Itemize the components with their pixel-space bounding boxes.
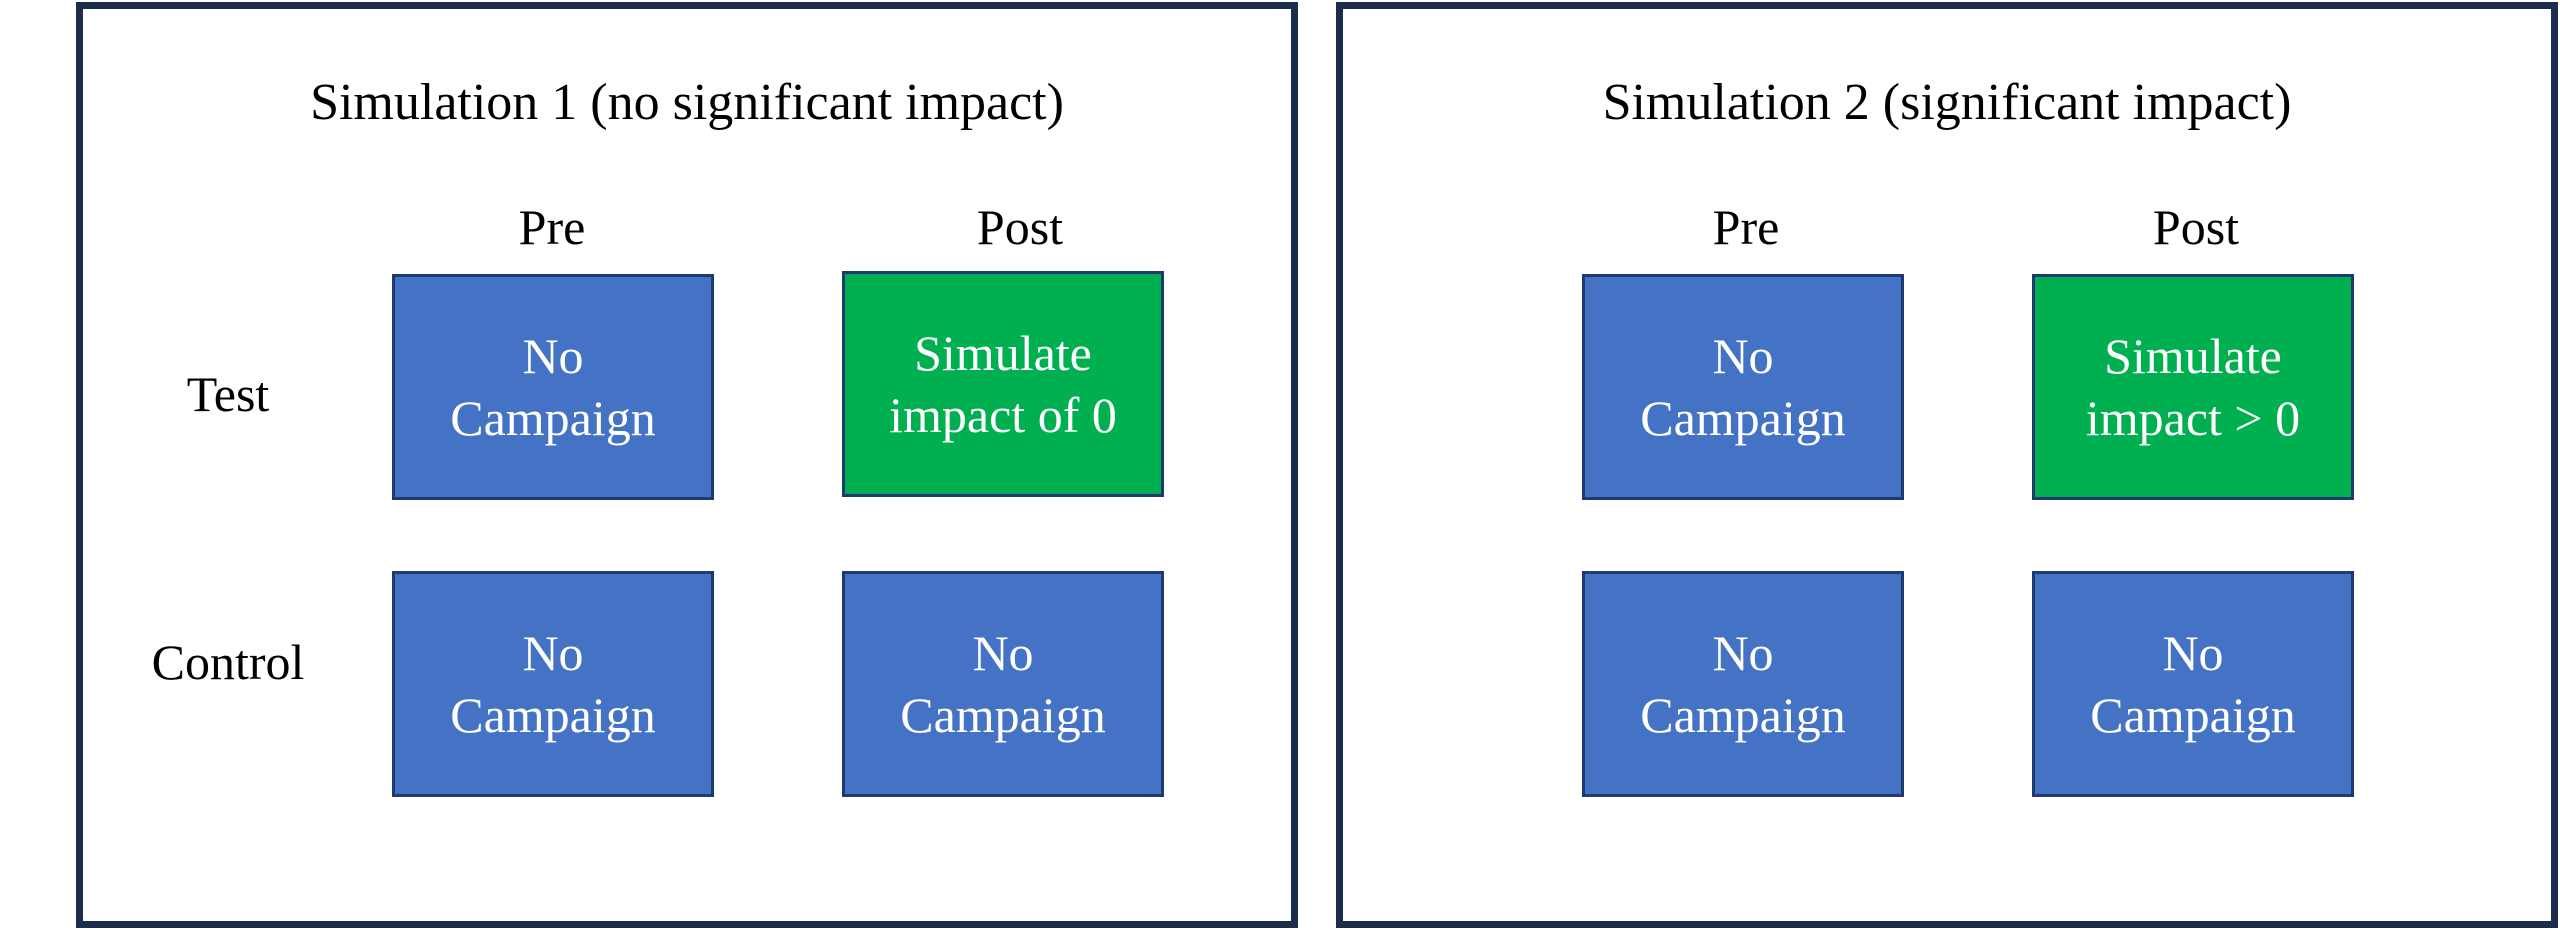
column-header-post: Post	[2152, 199, 2240, 255]
cell-test-post: Simulate impact of 0	[842, 271, 1164, 497]
cell-test-pre: No Campaign	[1582, 274, 1904, 500]
panel-title: Simulation 1 (no significant impact)	[310, 74, 1064, 131]
column-header-post: Post	[976, 199, 1064, 255]
row-header-test: Test	[186, 366, 270, 422]
simulation-1-panel: Simulation 1 (no significant impact) Pre…	[76, 2, 1298, 928]
cell-control-post: No Campaign	[842, 571, 1164, 797]
cell-control-pre: No Campaign	[392, 571, 714, 797]
simulation-2-panel: Simulation 2 (significant impact) Pre Po…	[1336, 2, 2558, 928]
panel-title: Simulation 2 (significant impact)	[1602, 74, 2292, 131]
cell-control-pre: No Campaign	[1582, 571, 1904, 797]
cell-control-post: No Campaign	[2032, 571, 2354, 797]
row-header-control: Control	[151, 634, 305, 690]
cell-test-pre: No Campaign	[392, 274, 714, 500]
column-header-pre: Pre	[1712, 199, 1780, 255]
cell-test-post: Simulate impact > 0	[2032, 274, 2354, 500]
column-header-pre: Pre	[518, 199, 586, 255]
